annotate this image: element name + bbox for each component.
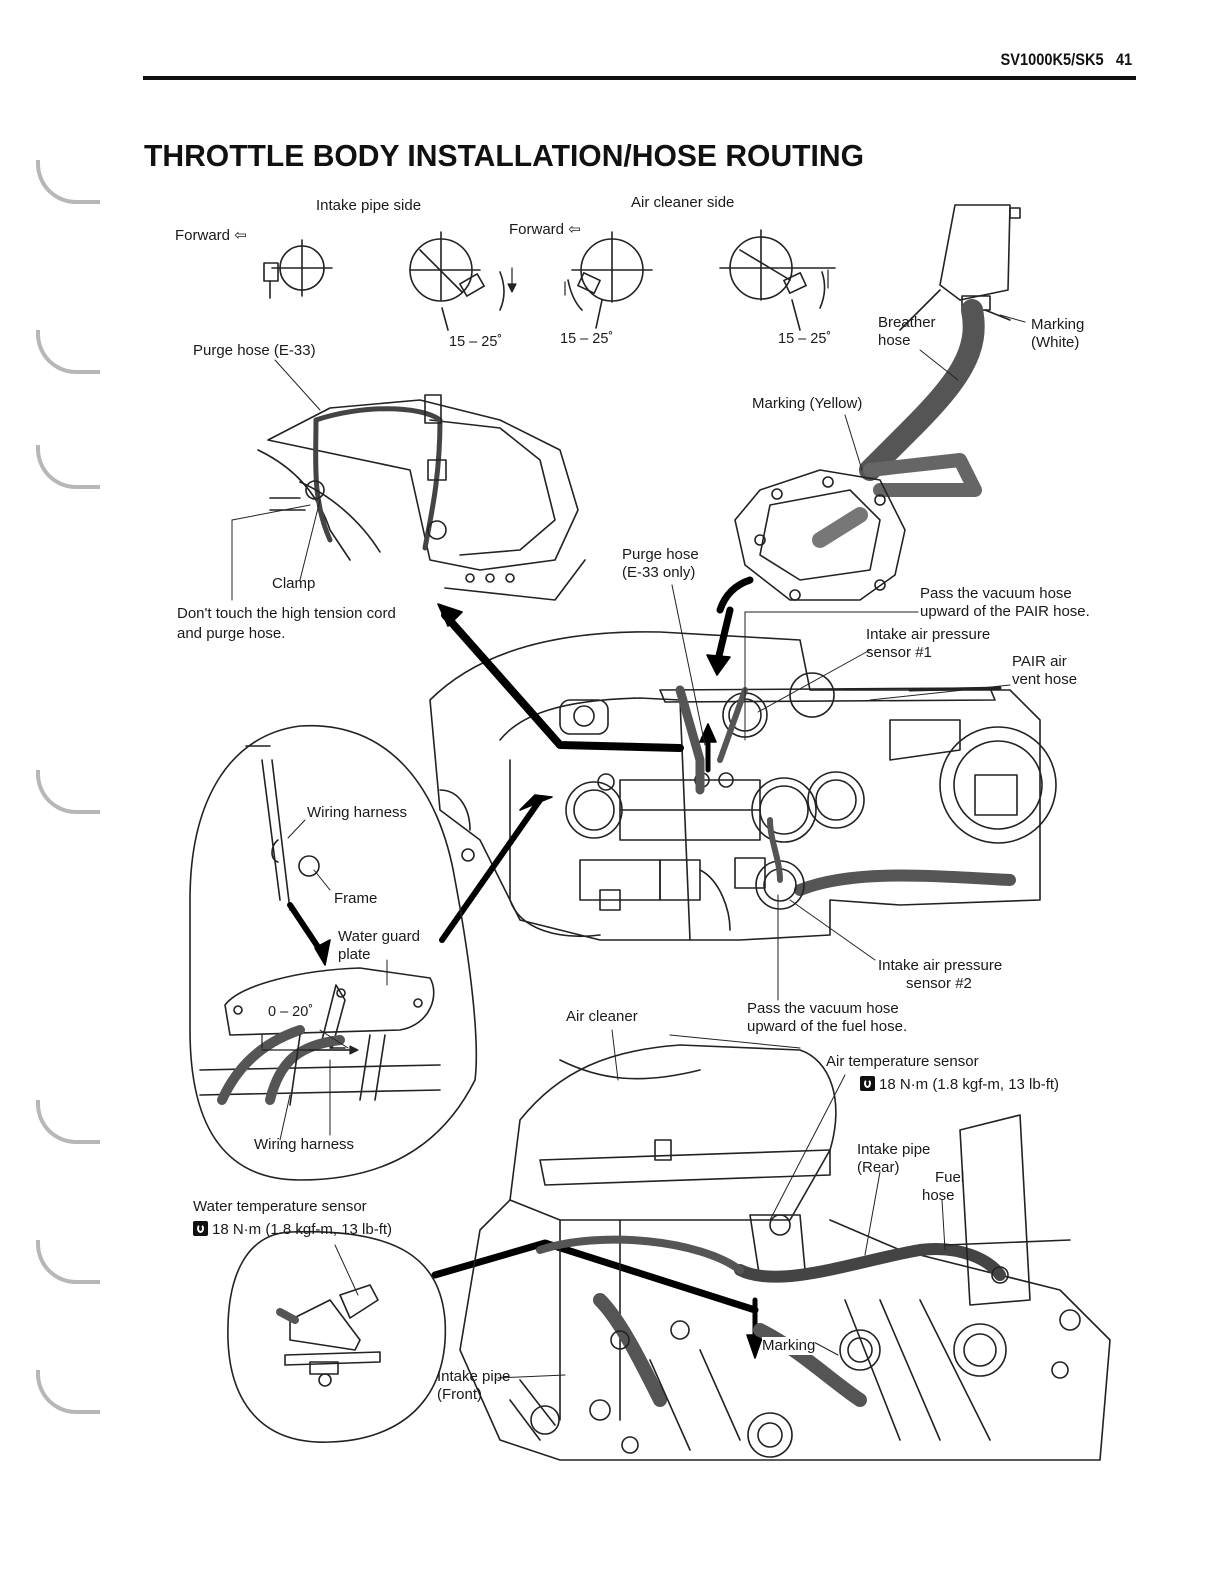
label-clamp: Clamp bbox=[272, 575, 316, 592]
label-pass-pair-2: upward of the PAIR hose. bbox=[920, 603, 1090, 620]
label-forward-1: Forward ⇦ bbox=[175, 227, 247, 244]
label-marking-yellow: Marking (Yellow) bbox=[752, 395, 863, 412]
label-pair-vent-2: vent hose bbox=[1012, 671, 1078, 688]
label-wiring-harness-top: Wiring harness bbox=[307, 804, 408, 821]
label-intake-pipe-rear-2: (Rear) bbox=[857, 1159, 900, 1176]
label-air-temp-torque: 18 N·m (1.8 kgf-m, 13 lb-ft) bbox=[860, 1076, 1059, 1094]
label-water-guard-2: plate bbox=[338, 946, 371, 963]
clamp-diagram-2 bbox=[409, 231, 505, 331]
label-angle-1: 15 – 25˚ bbox=[449, 334, 503, 350]
routing-arrows bbox=[431, 576, 764, 1359]
label-frame: Frame bbox=[334, 890, 378, 907]
label-breather-hose-1: Breather bbox=[878, 314, 936, 331]
water-temp-sensor-detail bbox=[227, 1230, 447, 1443]
label-pair-vent-1: PAIR air bbox=[1012, 653, 1067, 670]
label-angle-0-20: 0 – 20˚ bbox=[268, 1003, 314, 1021]
torque-wrench-icon bbox=[193, 1221, 208, 1236]
label-breather-hose-2: hose bbox=[878, 332, 911, 349]
label-pass-pair-1: Pass the vacuum hose bbox=[920, 585, 1072, 602]
label-iap2-1: Intake air pressure bbox=[878, 957, 1003, 974]
label-angle-3: 15 – 25˚ bbox=[778, 331, 832, 347]
label-forward-2: Forward ⇦ bbox=[509, 221, 581, 238]
label-purge-hose-only-1: Purge hose bbox=[622, 546, 699, 563]
label-air-cleaner-side: Air cleaner side bbox=[631, 194, 735, 211]
label-pass-fuel-2: upward of the fuel hose. bbox=[747, 1018, 908, 1035]
label-water-temp-torque: 18 N·m (1.8 kgf-m, 13 lb-ft) bbox=[193, 1221, 392, 1239]
angle-indicators bbox=[261, 267, 829, 1055]
label-iap1-1: Intake air pressure bbox=[866, 626, 991, 643]
air-cleaner-assembly bbox=[459, 1044, 1111, 1461]
clamp-diagram-1 bbox=[263, 239, 333, 299]
label-marking-white-2: (White) bbox=[1031, 334, 1080, 351]
label-angle-2: 15 – 25˚ bbox=[560, 331, 614, 347]
forward-arrow-icon: ⇦ bbox=[234, 227, 247, 244]
breather-hose-assembly bbox=[734, 204, 1021, 601]
page-title: THROTTLE BODY INSTALLATION/HOSE ROUTING bbox=[144, 138, 864, 173]
label-marking-bottom: Marking bbox=[762, 1337, 816, 1355]
forward-arrow-icon: ⇦ bbox=[568, 221, 581, 238]
label-intake-pipe-side: Intake pipe side bbox=[316, 197, 422, 214]
label-pass-fuel-1: Pass the vacuum hose bbox=[747, 1000, 899, 1017]
label-intake-pipe-front-1: Intake pipe bbox=[437, 1368, 511, 1385]
label-water-temp-sensor: Water temperature sensor bbox=[193, 1198, 367, 1215]
page-code: SV1000K5/SK5 bbox=[1000, 50, 1104, 69]
label-fuel-hose-1: Fuel bbox=[935, 1169, 965, 1186]
label-purge-hose-only-2: (E-33 only) bbox=[622, 564, 696, 581]
label-wiring-harness-bottom: Wiring harness bbox=[254, 1136, 355, 1153]
clamp-diagram-3 bbox=[567, 231, 653, 329]
label-purge-hose-e33: Purge hose (E-33) bbox=[193, 342, 316, 359]
throttle-body-main bbox=[429, 631, 1057, 941]
label-intake-pipe-front-2: (Front) bbox=[437, 1386, 482, 1403]
torque-wrench-icon bbox=[860, 1076, 875, 1091]
label-water-guard-1: Water guard bbox=[338, 928, 420, 945]
label-dont-touch-1: Don't touch the high tension cord bbox=[177, 605, 396, 622]
label-intake-pipe-rear-1: Intake pipe bbox=[857, 1141, 931, 1158]
label-fuel-hose-2: hose bbox=[922, 1187, 955, 1204]
label-iap1-2: sensor #1 bbox=[866, 644, 932, 661]
label-air-cleaner: Air cleaner bbox=[566, 1008, 638, 1025]
header-rule bbox=[143, 76, 1136, 80]
leader-lines bbox=[231, 314, 1026, 1379]
label-iap2-2: sensor #2 bbox=[906, 975, 972, 992]
label-air-temp-sensor: Air temperature sensor bbox=[826, 1053, 979, 1070]
page-number: 41 bbox=[1115, 50, 1132, 69]
label-marking-white-1: Marking bbox=[1031, 316, 1085, 333]
label-dont-touch-2: and purge hose. bbox=[177, 625, 286, 642]
clamp-diagram-4 bbox=[719, 229, 836, 331]
page-header: SV1000K5/SK5 41 bbox=[1000, 50, 1132, 70]
wiring-harness-detail bbox=[189, 724, 478, 1181]
canister-assembly bbox=[257, 394, 586, 601]
